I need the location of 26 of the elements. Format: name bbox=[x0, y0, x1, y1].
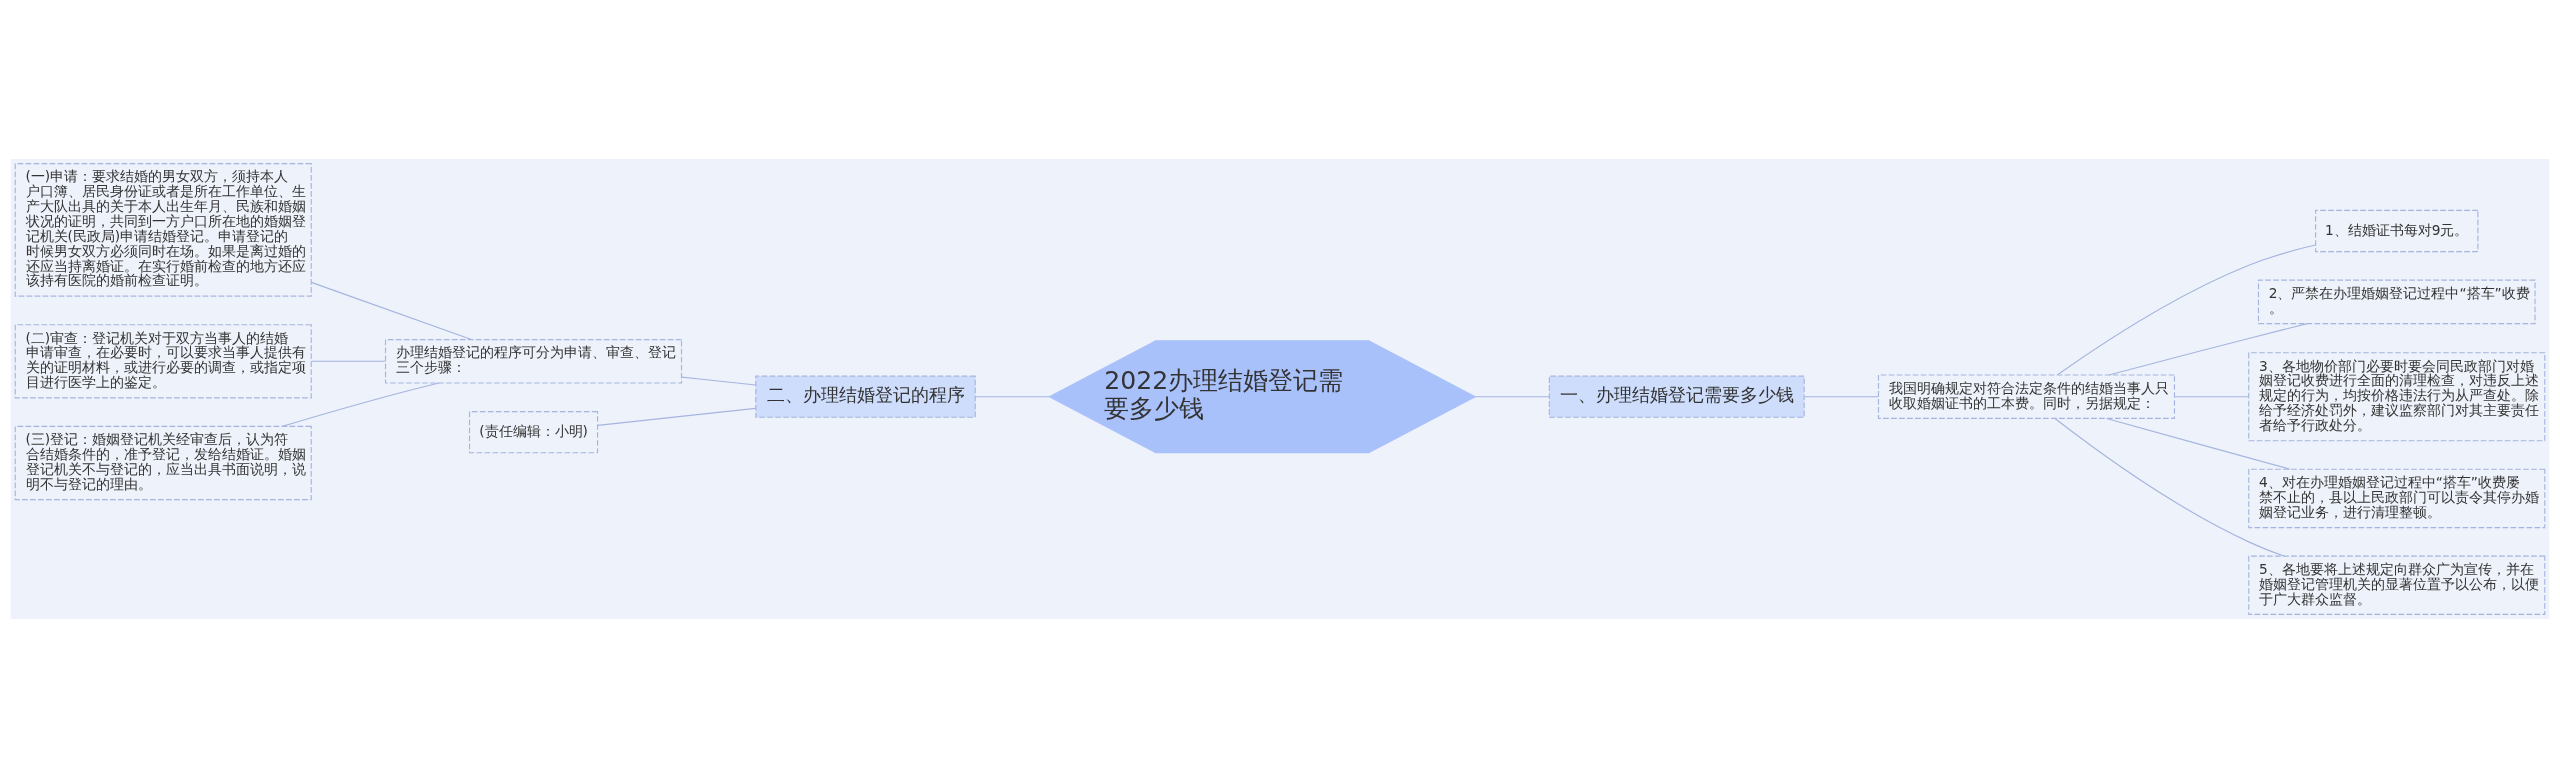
connector bbox=[310, 281, 472, 340]
connector bbox=[2056, 244, 2316, 375]
connector bbox=[974, 395, 1050, 397]
node-box: 2、严禁在办理婚姻登记过程中“搭车”收费。 bbox=[2257, 279, 2536, 324]
connector bbox=[1803, 395, 1879, 397]
connector bbox=[2108, 322, 2308, 376]
connector bbox=[2106, 417, 2291, 470]
node-box: (二)审查：登记机关对于双方当事人的结婚申请审查，在必要时，可以要求当事人提供有关的证明材料，或进行必要的调查，或指定项目进行医学上的鉴定。 bbox=[14, 323, 312, 398]
connector bbox=[681, 376, 757, 386]
node-box: (三)登记：婚姻登记机关经审查后，认为符合结婚条件的，准予登记，发给结婚证。婚姻登记机关不与登记的，应当出具书面说明，说明不与登记的理由。 bbox=[14, 425, 312, 500]
connector bbox=[2174, 395, 2250, 397]
node-box: 我国明确规定对符合法定条件的结婚当事人只收取婚姻证书的工本费。同时，另据规定： bbox=[1877, 373, 2176, 419]
connector bbox=[1474, 395, 1550, 397]
node-box: 1、结婚证书每对9元。 bbox=[2315, 209, 2479, 252]
node-box: 办理结婚登记的程序可分为申请、审查、登记三个步骤： bbox=[384, 338, 683, 384]
connector bbox=[281, 381, 440, 427]
connector bbox=[2054, 417, 2285, 557]
connector bbox=[597, 407, 757, 426]
node-box: 二、办理结婚登记的程序 bbox=[755, 375, 976, 418]
node-box: 一、办理结婚登记需要多少钱 bbox=[1548, 375, 1805, 418]
connector bbox=[310, 360, 386, 362]
node-box: 4、对在办理婚姻登记过程中“搭车”收费屡禁不止的，县以上民政部门可以责令其停办婚姻登记业务，进行清理整顿。 bbox=[2248, 468, 2546, 528]
node-box: (责任编辑：小明) bbox=[468, 410, 599, 453]
node-box: (一)申请：要求结婚的男女双方，须持本人户口簿、居民身份证或者是所在工作单位、生产大队出具的关于本人出生年月、民族和婚姻状况的证明，共同到一方户口所在地的婚姻登记机关(民政局)申请结婚登记。申请登记的时候男女双方必须同时在场。如果是离过婚的还应当持离婚证。在实行婚前检查的地方还应该持有医院的婚前检查证明。 bbox=[14, 162, 312, 297]
node-box: 3、各地物价部门必要时要会同民政部门对婚姻登记收费进行全面的清理检查，对违反上述规定的行为，均按价格违法行为从严查处。除给予经济处罚外，建议监察部门对其主要责任者给予行政处分。 bbox=[2248, 351, 2546, 441]
node-box: 5、各地要将上述规定向群众广为宣传，并在婚姻登记管理机关的显著位置予以公布，以便于广大群众监督。 bbox=[2248, 555, 2546, 615]
